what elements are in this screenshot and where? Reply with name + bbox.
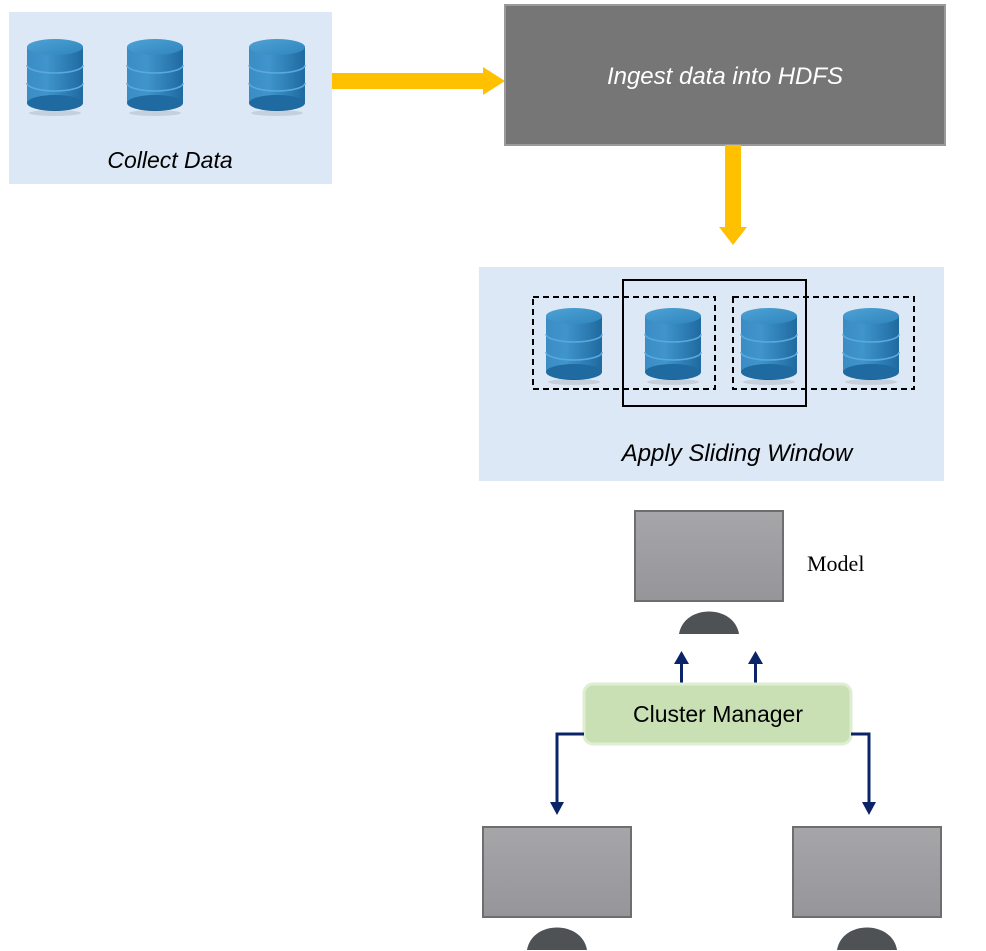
database-icon	[26, 38, 84, 117]
model-monitor-icon	[634, 510, 784, 634]
window-frame-2	[622, 279, 807, 407]
database-icon	[842, 307, 900, 386]
cluster-manager-box: Cluster Manager	[582, 682, 853, 746]
ingest-hdfs-background	[504, 4, 946, 146]
cluster-manager-label: Cluster Manager	[633, 701, 803, 727]
model-label: Model	[807, 551, 864, 576]
ingest-hdfs-box: Ingest data into HDFS	[504, 4, 946, 146]
database-icon	[126, 38, 184, 117]
collect-data-panel: Collect Data	[9, 12, 332, 184]
database-icon	[644, 307, 702, 386]
sliding-window-panel: Apply Sliding Window	[479, 267, 944, 481]
ingest-hdfs-label: Ingest data into HDFS	[607, 63, 843, 90]
arrow-cluster-to-right-worker	[851, 732, 876, 815]
window-frame-3	[732, 296, 915, 390]
worker-monitor-left-icon	[482, 826, 632, 950]
collect-data-label: Collect Data	[107, 147, 232, 173]
arrow-collect-to-ingest	[332, 67, 505, 95]
database-icon	[545, 307, 603, 386]
sliding-window-label: Apply Sliding Window	[620, 440, 854, 467]
arrow-cluster-to-model-left	[674, 651, 689, 686]
arrow-cluster-to-model-right	[748, 651, 763, 686]
database-icon	[740, 307, 798, 386]
arrow-ingest-to-sliding-window	[719, 145, 747, 245]
worker-monitor-right-icon	[792, 826, 942, 950]
arrow-cluster-to-left-worker	[550, 732, 584, 815]
cluster-manager-background	[582, 682, 853, 746]
database-icon	[248, 38, 306, 117]
